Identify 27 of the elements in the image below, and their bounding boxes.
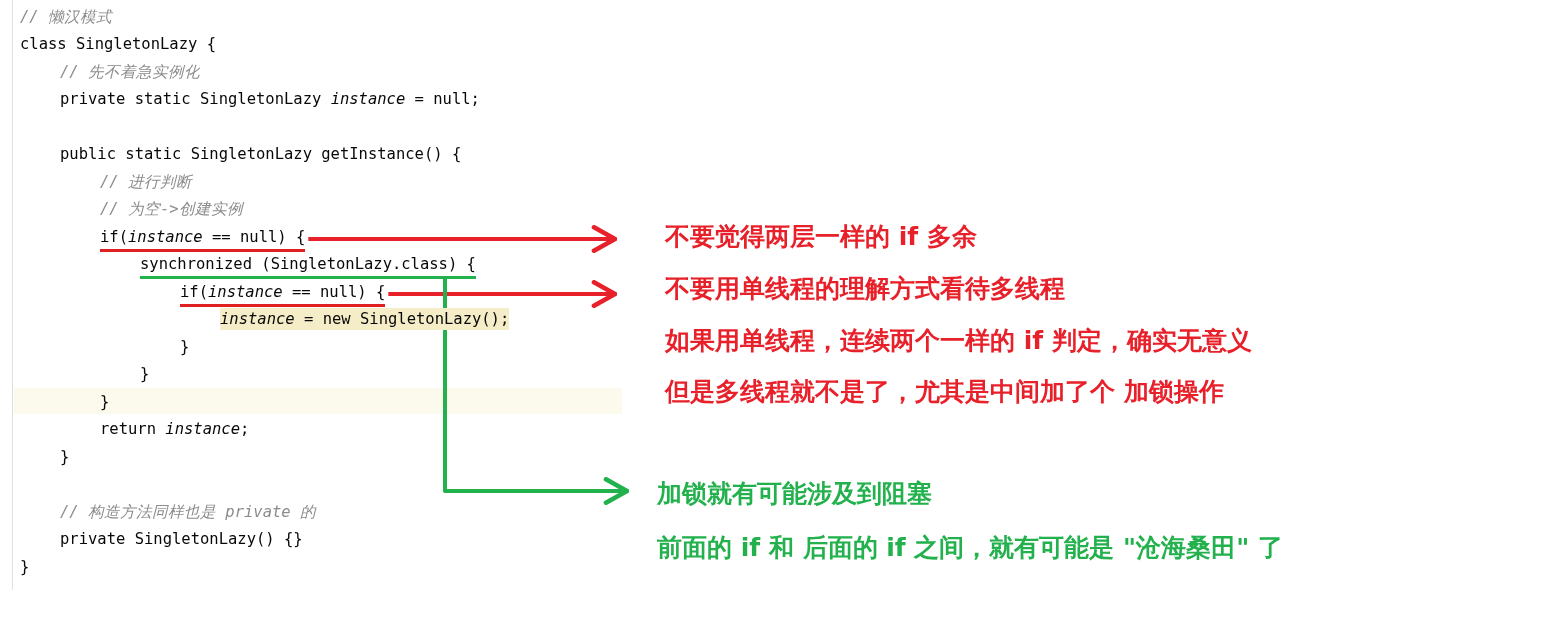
annotation-text: 前面的 if 和 后面的 if 之间，就有可能是 "沧海桑田" 了 xyxy=(657,532,1283,564)
code-line: return instance; xyxy=(100,419,250,440)
arrow xyxy=(388,280,618,308)
code-comment: // 构造方法同样也是 private 的 xyxy=(60,502,316,523)
annotation-text: 加锁就有可能涉及到阻塞 xyxy=(657,478,932,510)
annotation-text: 不要用单线程的理解方式看待多线程 xyxy=(665,273,1065,305)
code-line: private SingletonLazy() {} xyxy=(60,529,303,550)
underlined-code-line: synchronized (SingletonLazy.class) { xyxy=(140,253,476,279)
annotation-text: 不要觉得两层一样的 if 多余 xyxy=(665,221,977,253)
code-line: class SingletonLazy { xyxy=(20,34,216,55)
code-line: } xyxy=(60,447,70,468)
underlined-code-line: if(instance == null) { xyxy=(180,281,386,307)
annotation-text: 但是多线程就不是了，尤其是中间加了个 加锁操作 xyxy=(665,376,1224,408)
code-line: private static SingletonLazy instance = null; xyxy=(60,89,480,110)
code-line: } xyxy=(20,557,30,578)
underlined-code-line: if(instance == null) { xyxy=(100,226,306,252)
code-line: } xyxy=(100,392,110,413)
code-comment: // 先不着急实例化 xyxy=(60,62,200,83)
code-line: } xyxy=(140,364,150,385)
arrow xyxy=(308,225,618,253)
code-comment: // 进行判断 xyxy=(100,172,192,193)
code-comment: // 懒汉模式 xyxy=(20,7,112,28)
arrow xyxy=(443,279,630,505)
code-line: public static SingletonLazy getInstance() { xyxy=(60,144,462,165)
code-line: } xyxy=(180,337,190,358)
code-comment: // 为空->创建实例 xyxy=(100,199,243,220)
annotation-text: 如果用单线程，连续两个一样的 if 判定，确实无意义 xyxy=(665,325,1252,357)
